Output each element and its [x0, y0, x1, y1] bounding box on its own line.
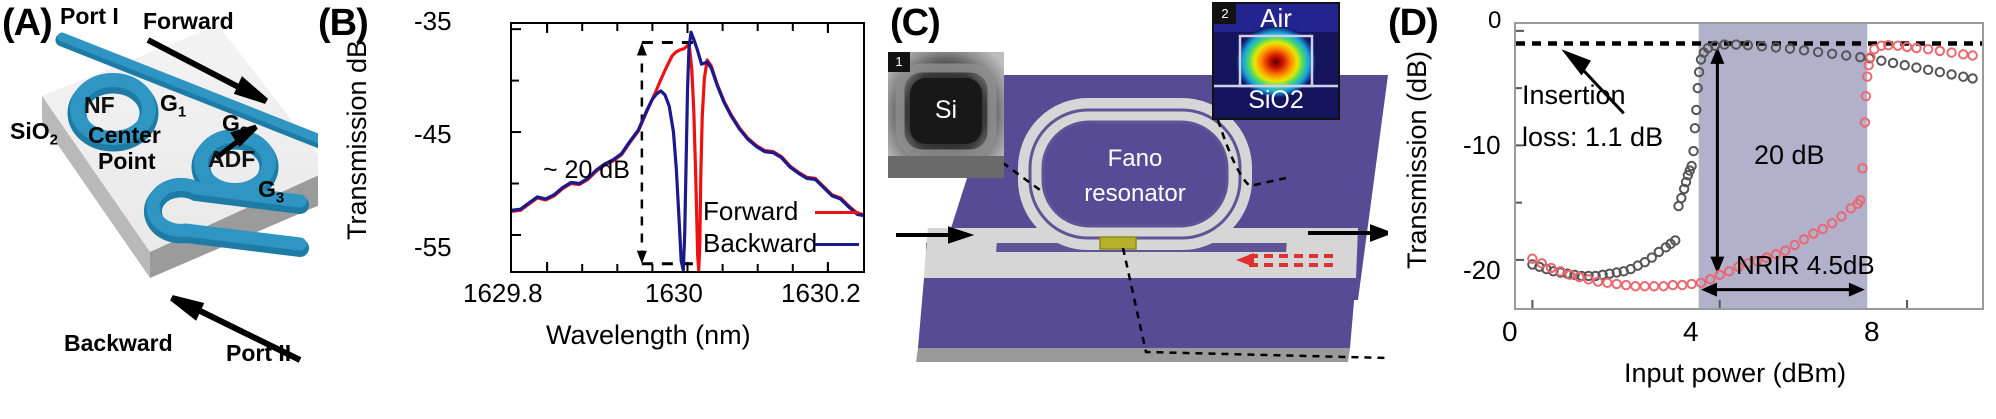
chip-base [916, 348, 1350, 362]
gap-2-label: G2 [222, 110, 248, 141]
gap-3-label: G3 [258, 176, 284, 207]
inset-1-sem-image: 1 Si [888, 52, 1004, 178]
nrir-annotation-label: NRIR 4.5dB [1736, 250, 1875, 280]
panel-b-x-axis-title: Wavelength (nm) [546, 320, 751, 350]
x-tick-label-b-0: 1629.8 [463, 278, 543, 308]
legend-entry-backward: Backward [703, 228, 818, 258]
legend-swatch-backward [815, 243, 859, 246]
sio2-sub: 2 [49, 131, 58, 149]
panel-b-y-axis-title: Transmission dB [342, 39, 372, 241]
x-tick-label-b-2: 1630.2 [781, 278, 861, 308]
insertion-loss-line2: loss: 1.1 dB [1522, 122, 1664, 152]
panel-c-backward-arrowhead [1236, 253, 1254, 267]
panel-b-contrast-annotation: ~ 20 dB [543, 156, 630, 184]
heater-element [1099, 236, 1137, 250]
inset-1-si-label: Si [934, 96, 958, 124]
contrast-annotation-label: 20 dB [1754, 140, 1825, 170]
inset-2-mode-profile: 2 Air SiO2 [1212, 2, 1340, 120]
y-tick-label-d-0: 0 [1488, 7, 1502, 34]
inset-2-sio2-label: SiO2 [1248, 86, 1304, 114]
y-tick-label-b-0: -35 [414, 6, 452, 36]
u-bend-waveguide [143, 177, 309, 257]
panel-c-label: (C) [890, 2, 941, 44]
panel-b-plot-svg [512, 24, 863, 271]
forward-arrow [146, 37, 268, 104]
panel-d-label: (D) [1388, 2, 1439, 44]
x-tick-label-d-2: 8 [1864, 316, 1880, 347]
y-tick-label-d-2: -20 [1463, 255, 1501, 285]
backward-arrow [170, 295, 302, 363]
y-tick-label-b-1: -45 [414, 119, 452, 149]
sio2-label: SiO2 [10, 118, 58, 149]
gap-pointer-arrow [214, 124, 258, 160]
pad-right [1284, 228, 1358, 278]
nf-label: NF [84, 92, 115, 118]
center-label-line1: Center [88, 122, 161, 148]
panel-d: (D) Transmission (dB) 0 -10 -20 0 4 8 In… [1388, 0, 1996, 419]
panel-c-output-arrow [1308, 224, 1388, 242]
sio2-text: SiO [10, 118, 50, 144]
panel-a-schematic [42, 25, 318, 363]
panel-b-label: (B) [318, 2, 369, 44]
y-tick-label-d-1: -10 [1463, 130, 1501, 160]
panel-a-label: (A) [2, 2, 53, 44]
panel-d-x-axis-title: Input power (dBm) [1624, 358, 1847, 388]
gap-3-text: G [258, 176, 276, 202]
gap-1-sub: 1 [177, 103, 187, 121]
insertion-loss-line1: Insertion [1522, 80, 1626, 110]
y-tick-label-b-2: -55 [414, 232, 452, 262]
x-tick-label-b-1: 1630 [645, 278, 703, 308]
panel-b: (B) Transmission dB -35 -45 -55 1629.8 1… [318, 0, 888, 419]
panel-c: (C) [888, 0, 1388, 419]
panel-c-forward-arrow [896, 226, 975, 244]
gap-2-sub: 2 [239, 123, 249, 141]
port-ii-label: Port II [226, 340, 292, 366]
panel-b-plot-box [510, 22, 865, 273]
fano-resonator-label-line1: Fano [1107, 145, 1163, 172]
x-tick-label-d-1: 4 [1683, 316, 1699, 347]
legend-entry-forward: Forward [703, 196, 799, 226]
inset-1-number: 1 [888, 52, 910, 72]
gap-1-text: G [160, 90, 178, 116]
x-tick-label-d-0: 0 [1502, 316, 1518, 347]
bus-waveguide-top [55, 32, 318, 149]
gap-1-label: G1 [160, 90, 186, 121]
adf-label: ADF [208, 146, 256, 172]
chip-left-face [42, 96, 150, 278]
nf-ring [67, 73, 159, 152]
inset-2-number: 2 [1214, 4, 1236, 24]
backward-label: Backward [64, 330, 173, 356]
fano-resonator-label-line2: resonator [1084, 180, 1186, 207]
center-label-line2: Point [98, 148, 156, 174]
leader-line-inset1 [991, 153, 1041, 192]
gap-2-text: G [222, 110, 240, 136]
panel-a: (A) [0, 0, 318, 419]
panel-d-plot-box [1514, 22, 1984, 310]
legend-swatch-forward [815, 211, 859, 214]
leader-line-heater [1121, 247, 1388, 360]
gap-3-sub: 3 [275, 189, 285, 207]
pad-left [924, 228, 998, 278]
port-i-label: Port I [60, 3, 119, 29]
panel-c-schematic [896, 75, 1388, 362]
panel-d-y-axis-title: Transmission (dB) [1402, 50, 1432, 270]
forward-label: Forward [143, 8, 234, 34]
inset-2-air-label: Air [1260, 3, 1292, 33]
panel-d-plot-svg [1516, 24, 1982, 308]
